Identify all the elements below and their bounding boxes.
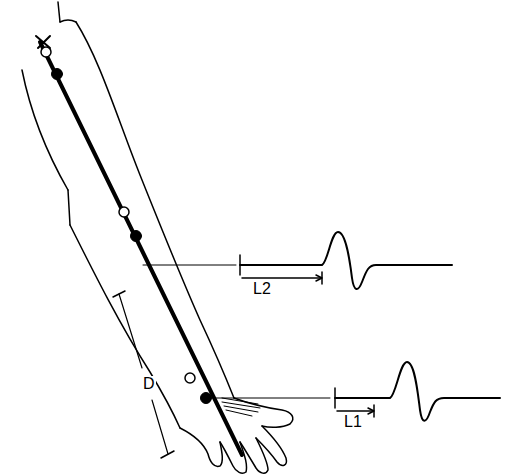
distance-label: D bbox=[142, 376, 156, 392]
arm-outline bbox=[70, 225, 180, 428]
anode-electrode bbox=[41, 47, 51, 57]
latency-label: L2 bbox=[252, 281, 272, 297]
muscle-hatching bbox=[222, 398, 260, 416]
anode-electrode bbox=[119, 207, 129, 217]
cathode-electrode bbox=[131, 231, 142, 242]
latency-bracket bbox=[316, 275, 322, 281]
hand-outline bbox=[234, 398, 293, 427]
distal-trace bbox=[335, 362, 500, 421]
nerve-cut bbox=[36, 36, 50, 48]
shoulder-line bbox=[58, 2, 60, 22]
leader-line bbox=[214, 398, 330, 399]
dimension-line bbox=[152, 400, 168, 454]
leader-line bbox=[143, 265, 236, 266]
finger-outline bbox=[180, 428, 222, 466]
median-nerve bbox=[40, 42, 242, 455]
dimension-tick bbox=[161, 451, 174, 458]
arm-outline bbox=[76, 22, 234, 398]
latency-bracket bbox=[368, 408, 374, 414]
cathode-electrode bbox=[201, 393, 212, 404]
proximal-trace bbox=[240, 232, 452, 289]
dimension-line bbox=[119, 294, 142, 368]
anode-electrode bbox=[185, 373, 195, 383]
cathode-electrode bbox=[52, 69, 63, 80]
latency-label: L1 bbox=[343, 414, 363, 430]
armpit-line bbox=[68, 190, 70, 225]
finger-outline bbox=[220, 442, 247, 473]
shoulder-line bbox=[60, 20, 76, 22]
